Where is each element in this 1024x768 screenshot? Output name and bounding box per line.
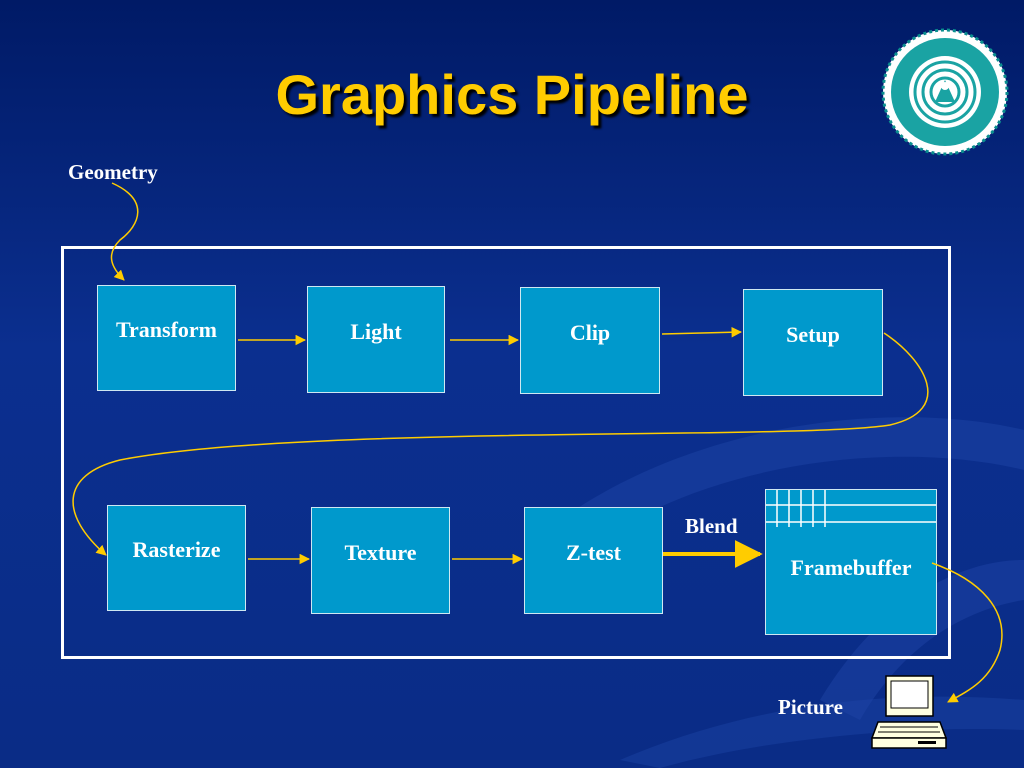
clip-setup-arrow: [661, 326, 743, 338]
pipeline-frame: [61, 246, 951, 659]
texture-stage[interactable]: Texture: [311, 507, 450, 614]
geometry-label: Geometry: [68, 160, 158, 184]
framebuffer-stage[interactable]: Framebuffer: [765, 489, 937, 635]
blend-label: Blend: [685, 514, 738, 538]
setup-rasterize-arrow: [72, 332, 929, 556]
light-stage[interactable]: Light: [307, 286, 445, 393]
transform-stage[interactable]: Transform: [97, 285, 236, 391]
rasterize-stage[interactable]: Rasterize: [107, 505, 246, 611]
slide-title: Graphics Pipeline: [275, 63, 749, 126]
picture-label: Picture: [778, 695, 843, 719]
framebuffer-picture-arrow: [931, 562, 1003, 703]
institute-logo: [881, 28, 1009, 156]
geometry-arrow: [110, 182, 139, 281]
z-test-stage[interactable]: Z-test: [524, 507, 663, 614]
setup-stage[interactable]: Setup: [743, 289, 883, 396]
clip-stage[interactable]: Clip: [520, 287, 660, 394]
